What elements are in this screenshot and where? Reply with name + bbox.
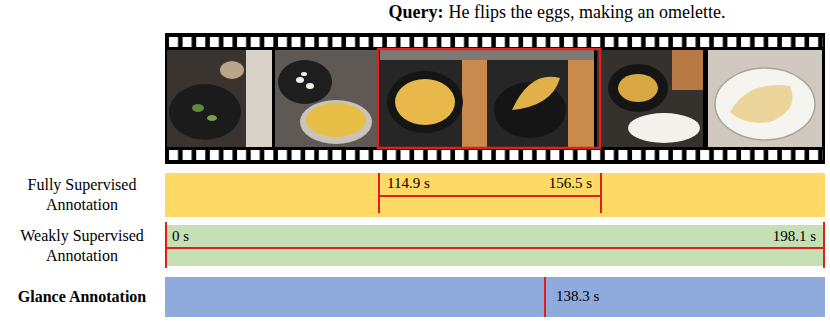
film-strip-part xyxy=(192,104,204,112)
film-strip-part xyxy=(628,113,700,143)
time-slot: 0 s xyxy=(172,228,189,245)
glance-marker-part xyxy=(544,277,546,317)
band-label-slot: Weakly Supervised Annotation xyxy=(2,226,162,266)
film-strip-part xyxy=(167,48,823,148)
film-strip-part xyxy=(608,64,668,112)
film-strip-part xyxy=(167,50,272,147)
film-strip-part xyxy=(618,74,658,102)
span-marker-part xyxy=(600,173,602,213)
time-slot: 138.3 s xyxy=(556,288,599,305)
film-strip-part xyxy=(220,61,244,79)
film-strip-part xyxy=(207,115,217,121)
film-strip-part xyxy=(378,49,600,148)
film-strip-part xyxy=(167,37,823,160)
span-marker xyxy=(165,225,825,266)
time-slot: 198.1 s xyxy=(773,228,816,245)
film-strip-part xyxy=(487,50,594,60)
band-label-slot: Glance Annotation xyxy=(2,287,162,307)
film-strip-part xyxy=(300,100,372,144)
film-strip-part xyxy=(278,60,332,104)
film-strip-part xyxy=(730,85,793,123)
film-strip-part xyxy=(306,83,314,89)
band-label: Weakly Supervised Annotation xyxy=(2,226,162,266)
film-strip-part xyxy=(487,50,594,147)
film-strip-part xyxy=(275,50,378,147)
film-strip-part xyxy=(715,68,815,140)
time-stamp: 0 s xyxy=(172,228,189,245)
time-stamp: 156.5 s xyxy=(549,175,592,192)
annotation-band: Glance Annotation138.3 s xyxy=(165,277,825,317)
glance-marker xyxy=(165,277,825,317)
annotation-band: Fully Supervised Annotation114.9 s156.5 … xyxy=(165,173,825,217)
film-strip-part xyxy=(462,50,487,147)
film-strip-part xyxy=(246,50,272,147)
film-strip-part xyxy=(512,77,560,110)
film-strip-part xyxy=(165,33,825,164)
time-slot: 114.9 s xyxy=(387,175,430,192)
span-marker-part xyxy=(166,247,824,249)
query-line: Query:He flips the eggs, making an omele… xyxy=(389,1,726,23)
film-strip-part xyxy=(387,71,463,133)
film-strip-part xyxy=(672,50,703,90)
band-label: Glance Annotation xyxy=(2,287,162,307)
film-strip-part xyxy=(380,50,487,60)
film-strip-part xyxy=(597,50,703,147)
time-stamp: 114.9 s xyxy=(387,175,430,192)
query-tag: Query: xyxy=(389,2,444,22)
film-strip-part xyxy=(568,50,594,147)
time-stamp: 138.3 s xyxy=(556,288,599,305)
band-label-slot: Fully Supervised Annotation xyxy=(2,175,162,215)
span-marker-part xyxy=(379,195,601,197)
span-marker-part xyxy=(823,222,825,268)
film-strip-part xyxy=(306,103,366,137)
time-stamp: 198.1 s xyxy=(773,228,816,245)
film-strip-part xyxy=(395,79,455,125)
span-marker-part xyxy=(378,173,380,213)
film-strip-part xyxy=(296,77,304,83)
film-strip-part xyxy=(169,84,241,140)
annotation-band: Weakly Supervised Annotation0 s198.1 s xyxy=(165,225,825,266)
query-text: He flips the eggs, making an omelette. xyxy=(449,2,726,22)
film-strip-part xyxy=(380,50,487,147)
film-strip-part xyxy=(708,50,822,147)
span-marker-part xyxy=(165,222,167,268)
time-slot: 156.5 s xyxy=(549,175,592,192)
band-label: Fully Supervised Annotation xyxy=(2,175,162,215)
film-strip-part xyxy=(301,72,307,76)
span-marker xyxy=(165,173,825,217)
